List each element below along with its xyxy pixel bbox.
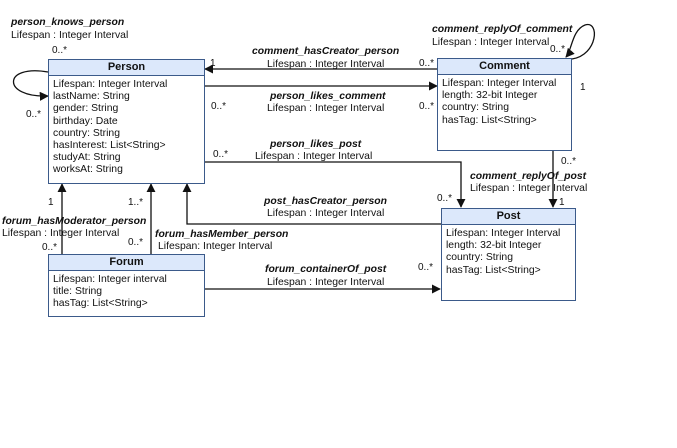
attribute: hasTag: List<String>: [442, 114, 537, 126]
relation-person-likes-comment-prop: Lifespan : Integer Interval: [267, 103, 385, 114]
multiplicity: 0..*: [42, 242, 58, 253]
class-post-title: Post: [442, 209, 575, 225]
class-forum: Forum Lifespan: Integer interval title: …: [48, 254, 205, 317]
relation-person-knows-person-name: person_knows_person: [11, 17, 125, 28]
multiplicity: 0..*: [26, 109, 42, 120]
attribute: hasInterest: List<String>: [53, 140, 166, 152]
edge-person-likes-post: [205, 161, 466, 208]
multiplicity: 0..*: [418, 262, 434, 273]
attribute: country: String: [53, 127, 120, 139]
relation-person-likes-post-prop: Lifespan : Integer Interval: [255, 151, 373, 162]
attribute: studyAt: String: [53, 152, 121, 164]
relation-forum-containerof-post-name: forum_containerOf_post: [265, 264, 387, 275]
multiplicity: 0..*: [419, 101, 435, 112]
class-post-attributes: Lifespan: Integer Interval length: 32-bi…: [442, 225, 575, 277]
relation-comment-hascreator-person-prop: Lifespan : Integer Interval: [267, 59, 385, 70]
relation-person-likes-post-name: person_likes_post: [270, 139, 362, 150]
multiplicity: 1: [48, 197, 54, 208]
relation-comment-replyof-post-prop: Lifespan : Integer Interval: [470, 183, 588, 194]
edge-post-hascreator-person: [182, 183, 441, 225]
attribute: country: String: [442, 102, 509, 114]
relation-forum-hasmember-person-name: forum_hasMember_person: [155, 229, 289, 240]
relation-comment-replyof-post-name: comment_replyOf_post: [470, 171, 587, 182]
attribute: Lifespan: Integer interval: [53, 274, 167, 285]
attribute: Lifespan: Integer Interval: [446, 228, 561, 239]
relation-forum-hasmoderator-person-prop: Lifespan : Integer Interval: [2, 228, 120, 239]
relation-forum-hasmoderator-person-name: forum_hasModerator_person: [2, 216, 147, 227]
attribute: length: 32-bit Integer: [442, 90, 538, 102]
multiplicity: 1: [580, 82, 586, 93]
edge-person-knows-person: [12, 70, 49, 101]
multiplicity: 1: [210, 58, 216, 69]
attribute: length: 32-bit Integer: [446, 240, 542, 252]
attribute: Lifespan: Integer Interval: [53, 79, 168, 90]
multiplicity: 0..*: [561, 156, 577, 167]
class-post: Post Lifespan: Integer Interval length: …: [441, 208, 576, 301]
attribute: hasTag: List<String>: [446, 264, 541, 276]
relation-comment-replyof-comment-prop: Lifespan : Integer Interval: [432, 37, 550, 48]
multiplicity: 0..*: [213, 149, 229, 160]
class-comment: Comment Lifespan: Integer Interval lengt…: [437, 58, 572, 151]
class-comment-title: Comment: [438, 59, 571, 75]
relation-comment-hascreator-person-name: comment_hasCreator_person: [252, 46, 400, 57]
class-comment-attributes: Lifespan: Integer Interval length: 32-bi…: [438, 75, 571, 127]
multiplicity: 0..*: [437, 193, 453, 204]
attribute: country: String: [446, 252, 513, 264]
multiplicity: 0..*: [419, 58, 435, 69]
multiplicity: 0..*: [211, 101, 227, 112]
attribute: Lifespan: Integer Interval: [442, 78, 557, 89]
class-forum-title: Forum: [49, 255, 204, 271]
class-person-title: Person: [49, 60, 204, 76]
multiplicity: 0..*: [52, 45, 68, 56]
attribute: worksAt: String: [53, 164, 123, 176]
attribute: hasTag: List<String>: [53, 298, 148, 310]
class-person-attributes: Lifespan: Integer Interval lastName: Str…: [49, 76, 204, 177]
multiplicity: 0..*: [550, 44, 566, 55]
multiplicity: 1: [559, 197, 565, 208]
attribute: gender: String: [53, 103, 119, 115]
class-person: Person Lifespan: Integer Interval lastNa…: [48, 59, 205, 184]
relation-forum-containerof-post-prop: Lifespan : Integer Interval: [267, 277, 385, 288]
attribute: birthday: Date: [53, 115, 118, 127]
edge-comment-replyof-comment: [565, 24, 595, 60]
multiplicity: 0..*: [128, 237, 144, 248]
attribute: lastName: String: [53, 91, 130, 103]
relation-person-likes-comment-name: person_likes_comment: [270, 91, 386, 102]
class-forum-attributes: Lifespan: Integer interval title: String…: [49, 271, 204, 311]
relation-post-hascreator-person-name: post_hasCreator_person: [264, 196, 387, 207]
relation-person-knows-person-prop: Lifespan : Integer Interval: [11, 30, 129, 41]
multiplicity: 1..*: [128, 197, 144, 208]
attribute: title: String: [53, 286, 103, 298]
relation-comment-replyof-comment-name: comment_replyOf_comment: [432, 24, 573, 35]
relation-forum-hasmember-person-prop: Lifespan: Integer Interval: [158, 241, 273, 252]
relation-post-hascreator-person-prop: Lifespan : Integer Interval: [267, 208, 385, 219]
